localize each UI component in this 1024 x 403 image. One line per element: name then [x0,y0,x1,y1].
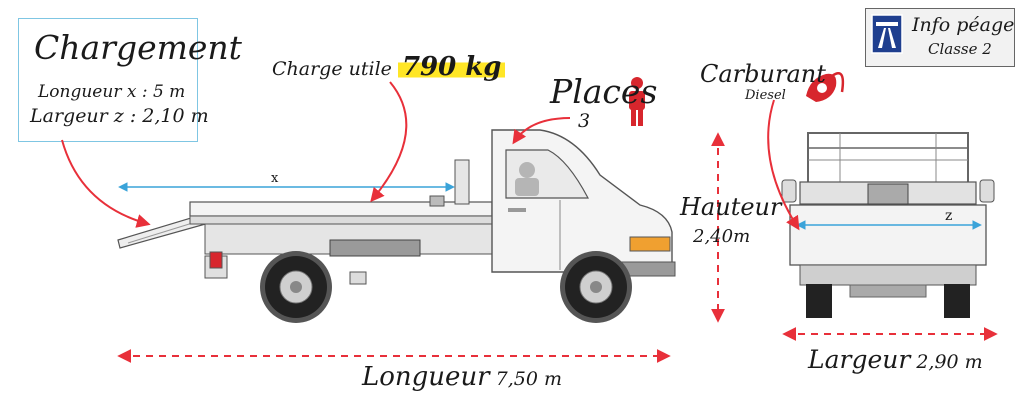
carburant-arrow [767,99,800,231]
carburant-label: Carburant [700,60,826,88]
hauteur-value: 2,40m [693,226,751,247]
carburant-type: Diesel [745,88,786,103]
chargement-width: Largeur z : 2,10 m [30,105,209,127]
person-icon [629,77,645,126]
peage-title: Info péage [912,14,1015,36]
chargement-title: Chargement [34,28,242,67]
highway-sign-icon [871,14,903,54]
charge-utile-text: Charge utile [272,58,392,80]
places-arrow [512,117,571,145]
peage-class: Classe 2 [928,40,992,58]
truck-side-view [117,129,676,323]
charge-utile-label: Charge utile 790 kg [272,52,506,82]
longueur-value: 7,50 m [495,368,562,390]
dimension-x-letter: x [271,171,279,186]
hauteur-label: Hauteur [680,193,782,221]
longueur-text: Longueur [362,362,490,392]
largeur-value: 2,90 m [916,351,983,373]
fuel-pump-icon [806,72,845,102]
chargement-length: Longueur x : 5 m [38,82,186,102]
rear-wheel [260,251,332,323]
truck-front-view [781,132,995,318]
charge-utile-value: 790 kg [397,52,506,82]
charge-utile-arrow [370,81,408,203]
dimension-z-letter: z [945,208,953,224]
places-count: 3 [578,110,591,132]
places-label: Places [550,72,658,111]
chargement-arrow [61,139,151,228]
largeur-text: Largeur [808,345,911,374]
chargement-box [18,18,198,142]
front-wheel [560,251,632,323]
